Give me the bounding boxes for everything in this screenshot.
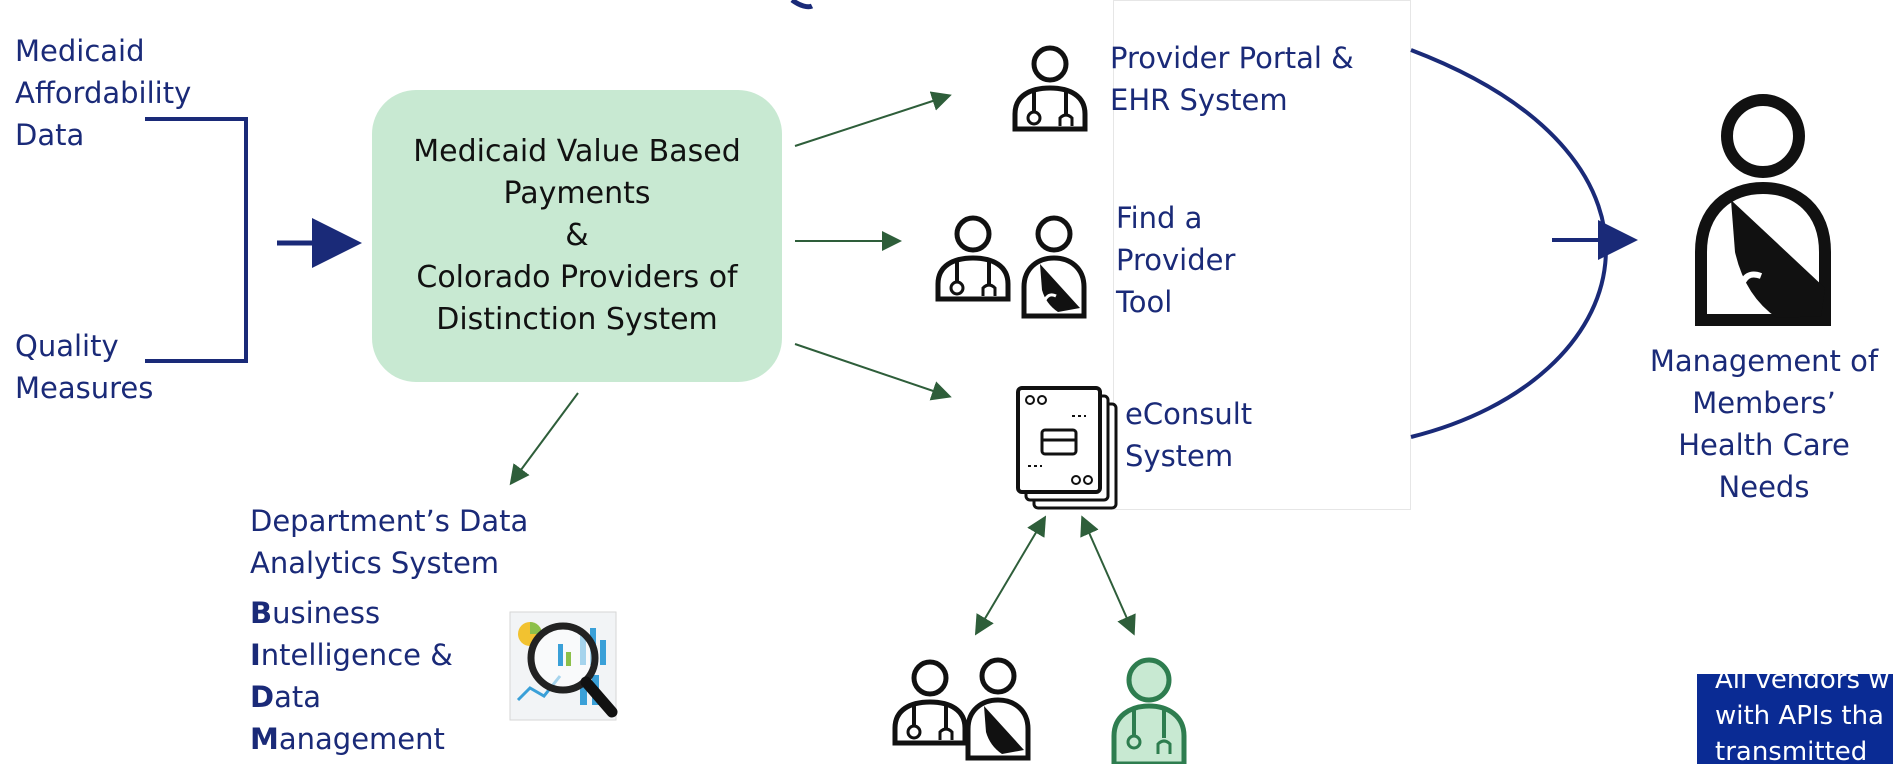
label-line: Medicaid bbox=[15, 34, 145, 68]
outputs-arc bbox=[1410, 48, 1608, 439]
callout-line: All vendors w bbox=[1715, 674, 1890, 695]
label-line: EHR System bbox=[1110, 83, 1288, 117]
label-line: System bbox=[1125, 439, 1234, 473]
label-line: Health Care bbox=[1678, 428, 1850, 462]
arrow-to-analytics bbox=[509, 392, 579, 486]
label-line: Needs bbox=[1718, 470, 1810, 504]
specialist-doctor-icon bbox=[1111, 657, 1187, 764]
box-line: Payments bbox=[503, 176, 651, 211]
bidm-line: Intelligence & bbox=[250, 638, 453, 672]
management-label: Management of Members’ Health Care Needs bbox=[1635, 340, 1893, 508]
doctor-icon bbox=[935, 215, 1011, 302]
label-line: Data bbox=[15, 118, 85, 152]
callout-line: transmitted bbox=[1715, 737, 1868, 764]
input-bracket bbox=[145, 117, 248, 363]
member-patient-icon bbox=[1695, 94, 1831, 326]
label-line: Tool bbox=[1116, 285, 1173, 319]
top-arc-fragment bbox=[790, 0, 814, 10]
label-line: Quality bbox=[15, 329, 119, 363]
label-line: Analytics System bbox=[250, 546, 500, 580]
label-line: Affordability bbox=[15, 76, 192, 110]
patient-icon bbox=[965, 657, 1031, 761]
output-systems-panel bbox=[1113, 0, 1411, 510]
label-line: Measures bbox=[15, 371, 154, 405]
provider-portal-label: Provider Portal & EHR System bbox=[1110, 37, 1354, 121]
box-line: & bbox=[565, 218, 589, 253]
analytics-system-label: Department’s Data Analytics System bbox=[250, 500, 528, 584]
arrow-to-econsult bbox=[794, 343, 952, 401]
value-based-payments-box: Medicaid Value Based Payments & Colorado… bbox=[372, 90, 782, 382]
box-line: Distinction System bbox=[436, 302, 718, 337]
econsult-label: eConsult System bbox=[1125, 393, 1252, 477]
arrow-to-provider-portal bbox=[794, 91, 952, 147]
box-line: Medicaid Value Based bbox=[413, 134, 741, 169]
box-line: Colorado Providers of bbox=[416, 260, 738, 295]
label-line: Members’ bbox=[1692, 386, 1836, 420]
arrow-econsult-left bbox=[974, 515, 1047, 636]
label-line: Management of bbox=[1649, 344, 1879, 378]
arrow-econsult-right bbox=[1080, 515, 1136, 636]
patient-icon bbox=[1021, 215, 1087, 319]
doctor-icon bbox=[892, 659, 968, 746]
quality-measures-label: Quality Measures bbox=[15, 325, 153, 409]
vendor-api-callout: All vendors w with APIs tha transmitted bbox=[1697, 674, 1893, 764]
find-provider-label: Find a Provider Tool bbox=[1116, 197, 1235, 323]
callout-line: with APIs tha bbox=[1715, 701, 1884, 731]
label-line: Find a bbox=[1116, 201, 1203, 235]
bidm-label: Business Intelligence & Data Management bbox=[250, 592, 453, 760]
bidm-line: Business bbox=[250, 596, 381, 630]
doctor-icon bbox=[1012, 45, 1088, 132]
label-line: Provider bbox=[1116, 243, 1236, 277]
label-line: eConsult bbox=[1125, 397, 1253, 431]
label-line: Department’s Data bbox=[250, 504, 529, 538]
medicaid-affordability-label: Medicaid Affordability Data bbox=[15, 30, 191, 156]
bidm-line: Data bbox=[250, 680, 321, 714]
label-line: Provider Portal & bbox=[1110, 41, 1354, 75]
document-icon bbox=[1016, 386, 1118, 510]
bidm-line: Management bbox=[250, 722, 445, 756]
